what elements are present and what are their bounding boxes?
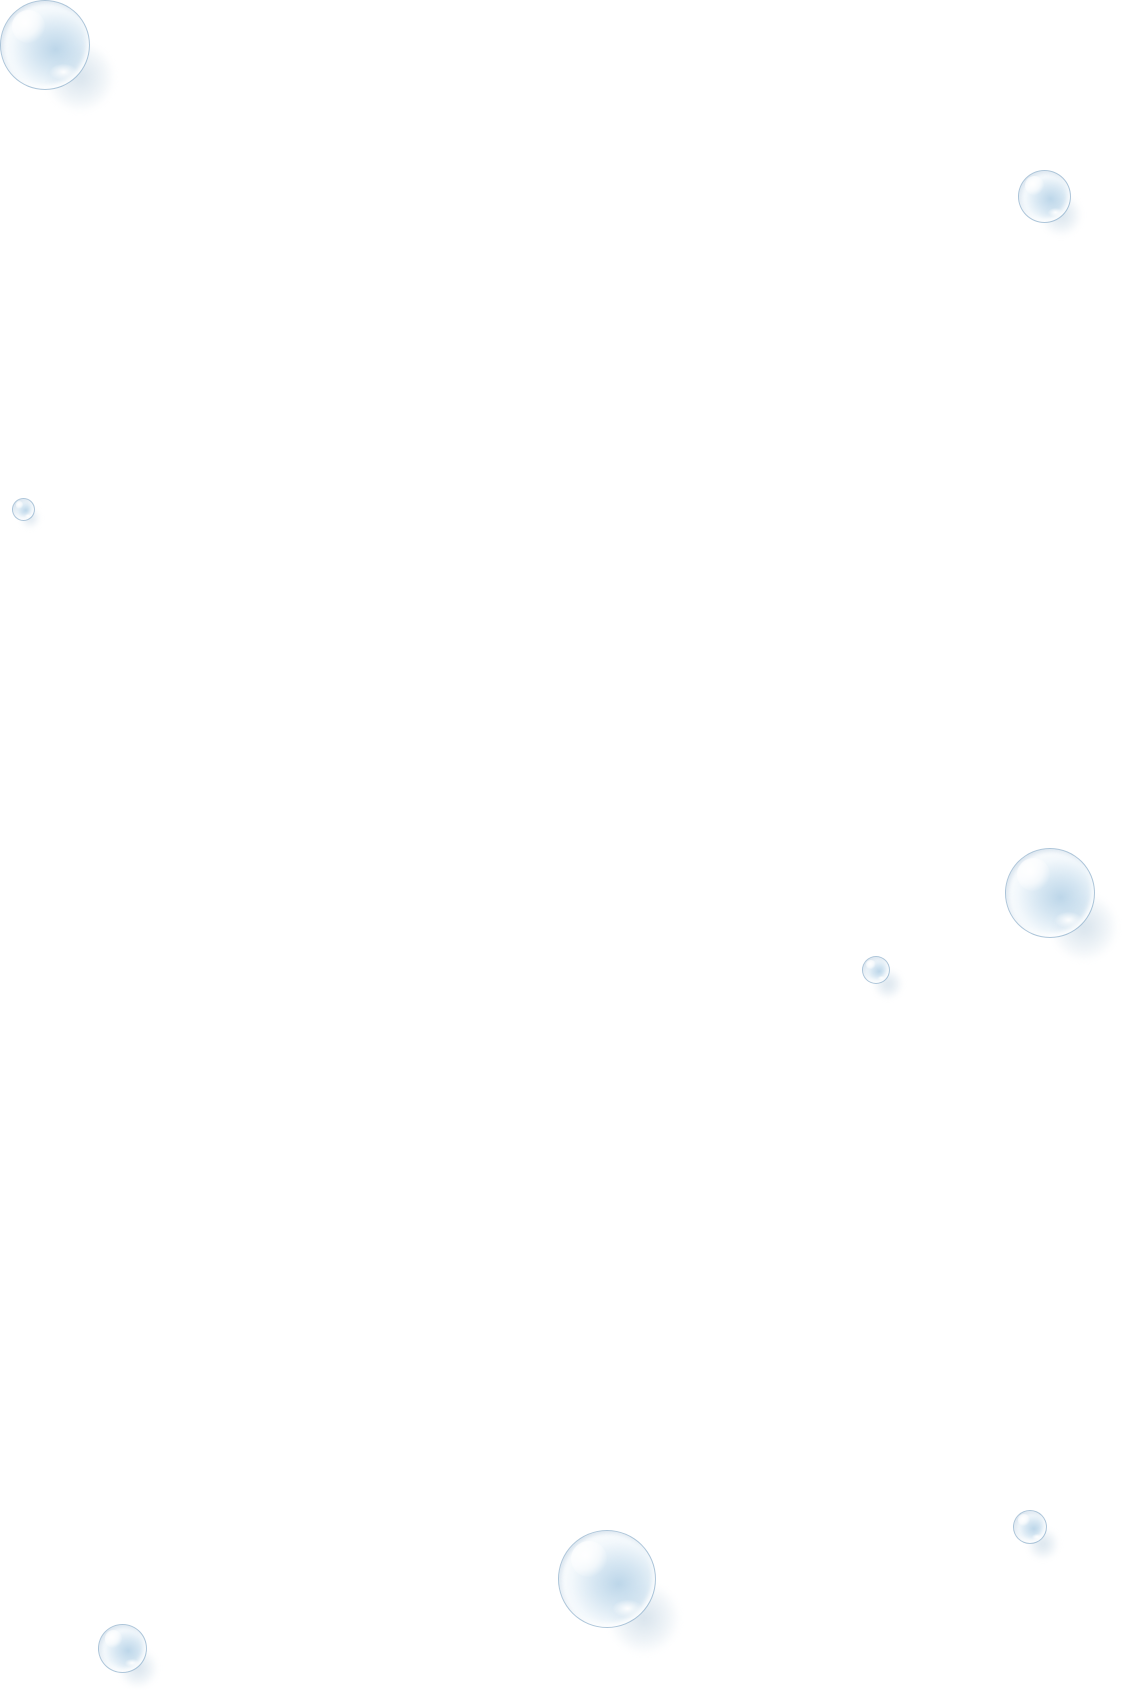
bubble-icon: [558, 1530, 656, 1628]
bubble-icon: [862, 956, 890, 984]
bubble-3: [12, 498, 44, 530]
bubble-5: [862, 956, 907, 1001]
bubble-icon: [1005, 848, 1095, 938]
bubble-4: [1005, 848, 1120, 963]
bubble-icon: [0, 0, 90, 90]
bubble-icon: [1018, 170, 1071, 223]
bubble-2: [1018, 170, 1088, 240]
bubble-icon: [1013, 1510, 1047, 1544]
bubble-6: [1013, 1510, 1065, 1562]
bubble-1: [0, 0, 115, 115]
bubble-icon: [12, 498, 35, 521]
bubble-8: [98, 1624, 162, 1688]
bubble-7: [558, 1530, 683, 1655]
bubble-icon: [98, 1624, 147, 1673]
